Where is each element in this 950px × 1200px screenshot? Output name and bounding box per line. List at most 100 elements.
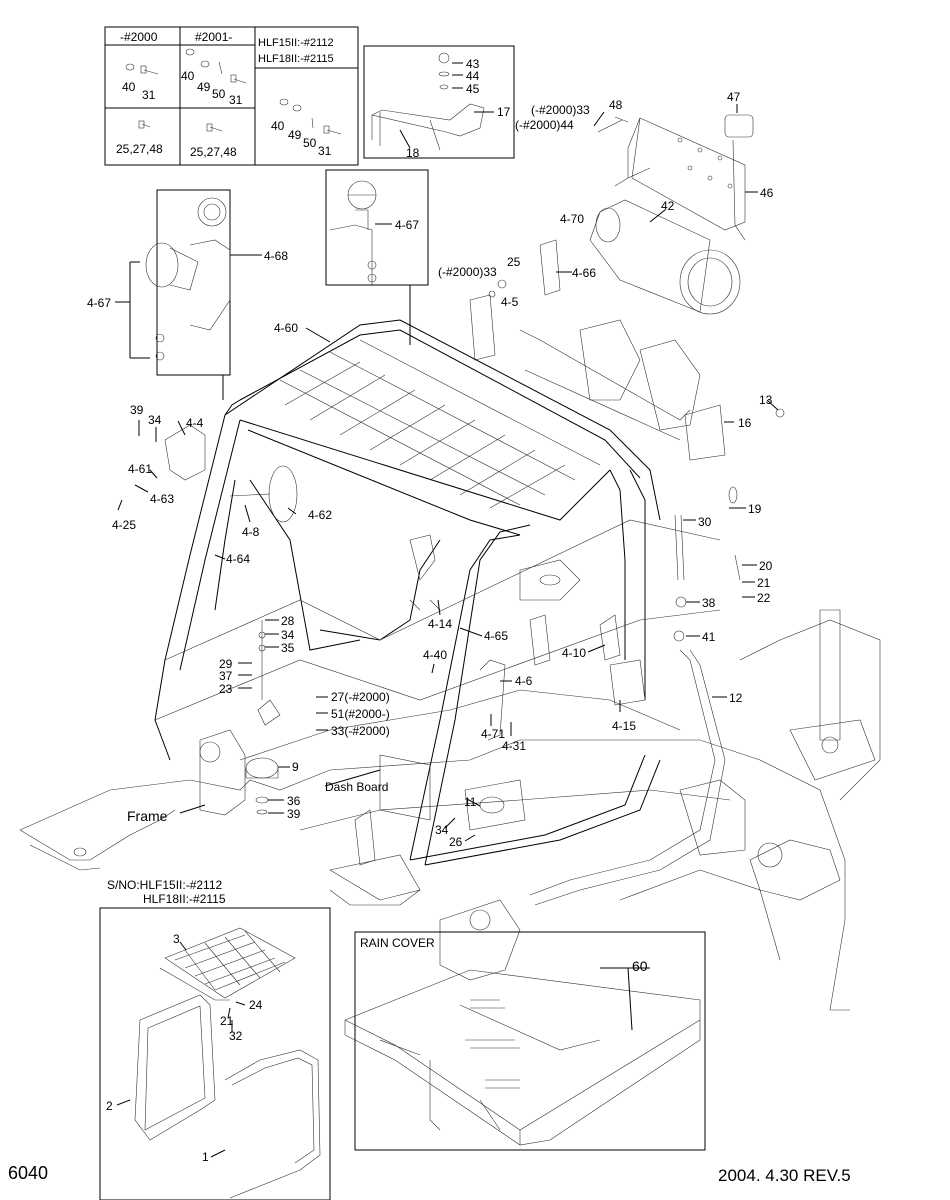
callout-4-71: 4-71 <box>481 727 505 741</box>
callout-4-64: 4-64 <box>226 552 250 566</box>
inset-bracket: 43 44 45 17 18 <box>363 45 515 160</box>
callout-37: 37 <box>219 669 233 683</box>
bracket-4-66 <box>539 239 572 296</box>
callout-4-60: 4-60 <box>274 321 298 335</box>
callout-36: 36 <box>287 794 301 808</box>
t-c1-bottom: 25,27,48 <box>116 142 163 156</box>
callout-29: 29 <box>219 657 233 671</box>
table-header-1: -#2000 <box>120 30 158 44</box>
label-45: 45 <box>466 82 480 96</box>
t-c2-50: 50 <box>212 87 226 101</box>
callout-39-b: 39 <box>287 807 301 821</box>
callout-16: 16 <box>738 416 752 430</box>
callout-33-c: 33(-#2000) <box>331 724 390 738</box>
callout-4-5: 4-5 <box>501 295 519 309</box>
callout-4-25: 4-25 <box>112 518 136 532</box>
callout-51: 51(#2000-) <box>331 707 390 721</box>
t-c2-49: 49 <box>197 80 211 94</box>
callout-27: 27(-#2000) <box>331 690 390 704</box>
callout-20: 20 <box>759 559 773 573</box>
callout-41: 41 <box>702 630 716 644</box>
frame-label: Frame <box>127 808 168 824</box>
rain-cover-title: RAIN COVER <box>360 936 435 950</box>
overhead-guard <box>154 319 721 866</box>
callout-4-68: 4-68 <box>264 249 288 263</box>
callout-30: 30 <box>698 515 712 529</box>
rain-cover-part: 60 <box>632 958 648 974</box>
t-c2-40: 40 <box>181 69 195 83</box>
inset-table: -#2000 #2001- HLF15II:-#2112 HLF18II:-#2… <box>104 26 359 166</box>
inset-step <box>99 907 331 1200</box>
callout-4-63: 4-63 <box>150 492 174 506</box>
callout-4-8: 4-8 <box>242 525 260 539</box>
callout-4-67a: 4-67 <box>87 296 111 310</box>
bracket-4-5 <box>469 279 507 361</box>
label-18: 18 <box>406 146 420 160</box>
t-c3-49: 49 <box>288 128 302 142</box>
table-header-3: HLF15II:-#2112 <box>258 37 334 49</box>
t-c2-bottom: 25,27,48 <box>190 145 237 159</box>
callout-33-b: (-#2000)33 <box>438 265 497 279</box>
callout-13: 13 <box>759 393 773 407</box>
callout-34-b: 34 <box>281 628 295 642</box>
callout-4-4: 4-4 <box>186 416 204 430</box>
callout-11: 11 <box>464 795 477 809</box>
callout-39-a: 39 <box>130 403 144 417</box>
callout-4-31: 4-31 <box>502 739 526 753</box>
callout-21-b: 21 <box>220 1014 234 1028</box>
callout-46: 46 <box>760 186 774 200</box>
table-header-4: HLF18II:-#2115 <box>258 53 334 65</box>
t-c1-40: 40 <box>122 80 136 94</box>
callout-4-62: 4-62 <box>308 508 332 522</box>
callout-35: 35 <box>281 641 295 655</box>
air-cleaner <box>589 199 741 315</box>
components <box>164 319 785 906</box>
callout-48: 48 <box>609 98 623 112</box>
callout-4-65: 4-65 <box>484 629 508 643</box>
callout-38: 38 <box>702 596 716 610</box>
table-header-2: #2001- <box>195 30 232 44</box>
callout-44-a: (-#2000)44 <box>515 118 574 132</box>
sn-note-1: S/NO:HLF15II:-#2112 <box>107 878 222 892</box>
t-c3-31: 31 <box>318 144 332 158</box>
callout-32: 32 <box>229 1029 243 1043</box>
label-44: 44 <box>466 69 480 83</box>
callout-47: 47 <box>727 90 741 104</box>
callout-9: 9 <box>292 760 299 774</box>
callout-26: 26 <box>449 835 463 849</box>
t-c2-31: 31 <box>229 93 243 107</box>
callout-42: 42 <box>661 199 675 213</box>
callout-12: 12 <box>729 691 743 705</box>
frame-base <box>19 609 881 1011</box>
t-c1-31: 31 <box>142 88 156 102</box>
leader-lines <box>117 327 779 842</box>
callout-2: 2 <box>106 1099 113 1113</box>
callout-3: 3 <box>173 932 180 946</box>
callout-24: 24 <box>249 998 263 1012</box>
callout-4-70: 4-70 <box>560 212 584 226</box>
callout-34-c: 34 <box>435 823 449 837</box>
t-c3-50: 50 <box>303 136 317 150</box>
sn-note-2: HLF18II:-#2115 <box>143 892 226 906</box>
callout-4-40: 4-40 <box>423 648 447 662</box>
dash-board-label: Dash Board <box>325 780 388 794</box>
lamp-plate-assy <box>593 104 758 241</box>
t-c3-40: 40 <box>271 119 285 133</box>
callout-1: 1 <box>202 1150 209 1164</box>
callout-4-15: 4-15 <box>612 719 636 733</box>
callout-19: 19 <box>748 502 762 516</box>
callout-4-67b: 4-67 <box>395 218 419 232</box>
date-revision: 2004. 4.30 REV.5 <box>718 1166 851 1185</box>
inset-worklamp-left <box>115 189 262 400</box>
callout-25-a: 25 <box>507 255 521 269</box>
callout-4-10: 4-10 <box>562 646 586 660</box>
callout-23: 23 <box>219 682 233 696</box>
inset-worklamp-right <box>325 169 429 345</box>
callout-4-6: 4-6 <box>515 674 533 688</box>
callout-4-61: 4-61 <box>128 462 152 476</box>
callout-33-a: (-#2000)33 <box>531 103 590 117</box>
label-43: 43 <box>466 57 480 71</box>
callout-21: 21 <box>757 576 771 590</box>
page-number: 6040 <box>8 1163 48 1183</box>
callout-22: 22 <box>757 591 771 605</box>
